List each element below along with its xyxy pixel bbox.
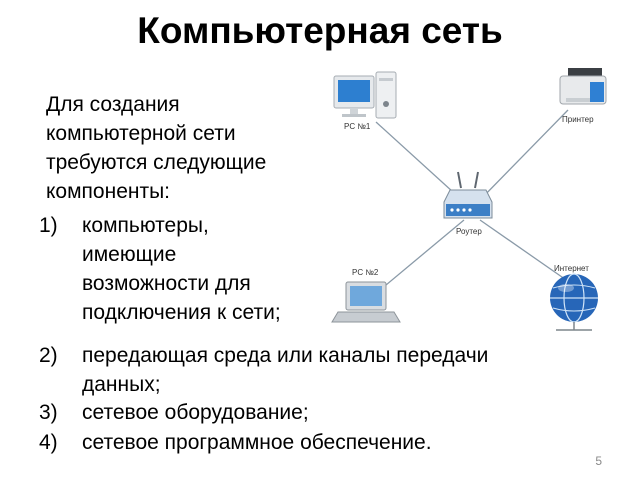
list-item-text: сетевое оборудование; [82, 401, 309, 424]
link-pc1-router [375, 121, 465, 203]
desktop-computer-icon [333, 71, 397, 119]
intro-text: Для создания компьютерной сети требуются… [46, 93, 267, 203]
list-item-number: 1) [39, 214, 58, 237]
internet-label: Интернет [554, 264, 589, 273]
slide-title: Компьютерная сеть [137, 10, 503, 51]
router-icon [443, 171, 493, 219]
router-label: Роутер [456, 227, 482, 236]
list-item-text: сетевое программное обеспечение. [82, 431, 432, 454]
list-item-number: 3) [39, 401, 58, 424]
laptop-icon [331, 281, 401, 323]
list-item-number: 2) [39, 344, 58, 367]
globe-icon [550, 273, 598, 331]
printer-icon [559, 68, 607, 105]
list-item-text: передающая среда или каналы передачи дан… [82, 344, 489, 396]
page-number: 5 [595, 454, 602, 468]
list-item-text: компьютеры, имеющие возможности для подк… [82, 214, 281, 324]
link-router-internet [479, 219, 573, 285]
pc2-label: PC №2 [352, 268, 379, 277]
pc1-label: PC №1 [344, 122, 371, 131]
link-printer-router [477, 109, 569, 203]
printer-label: Принтер [562, 115, 594, 124]
network-diagram: PC №1 Принтер Роутер PC №2 Интернет [331, 68, 607, 331]
list-item-number: 4) [39, 431, 58, 454]
